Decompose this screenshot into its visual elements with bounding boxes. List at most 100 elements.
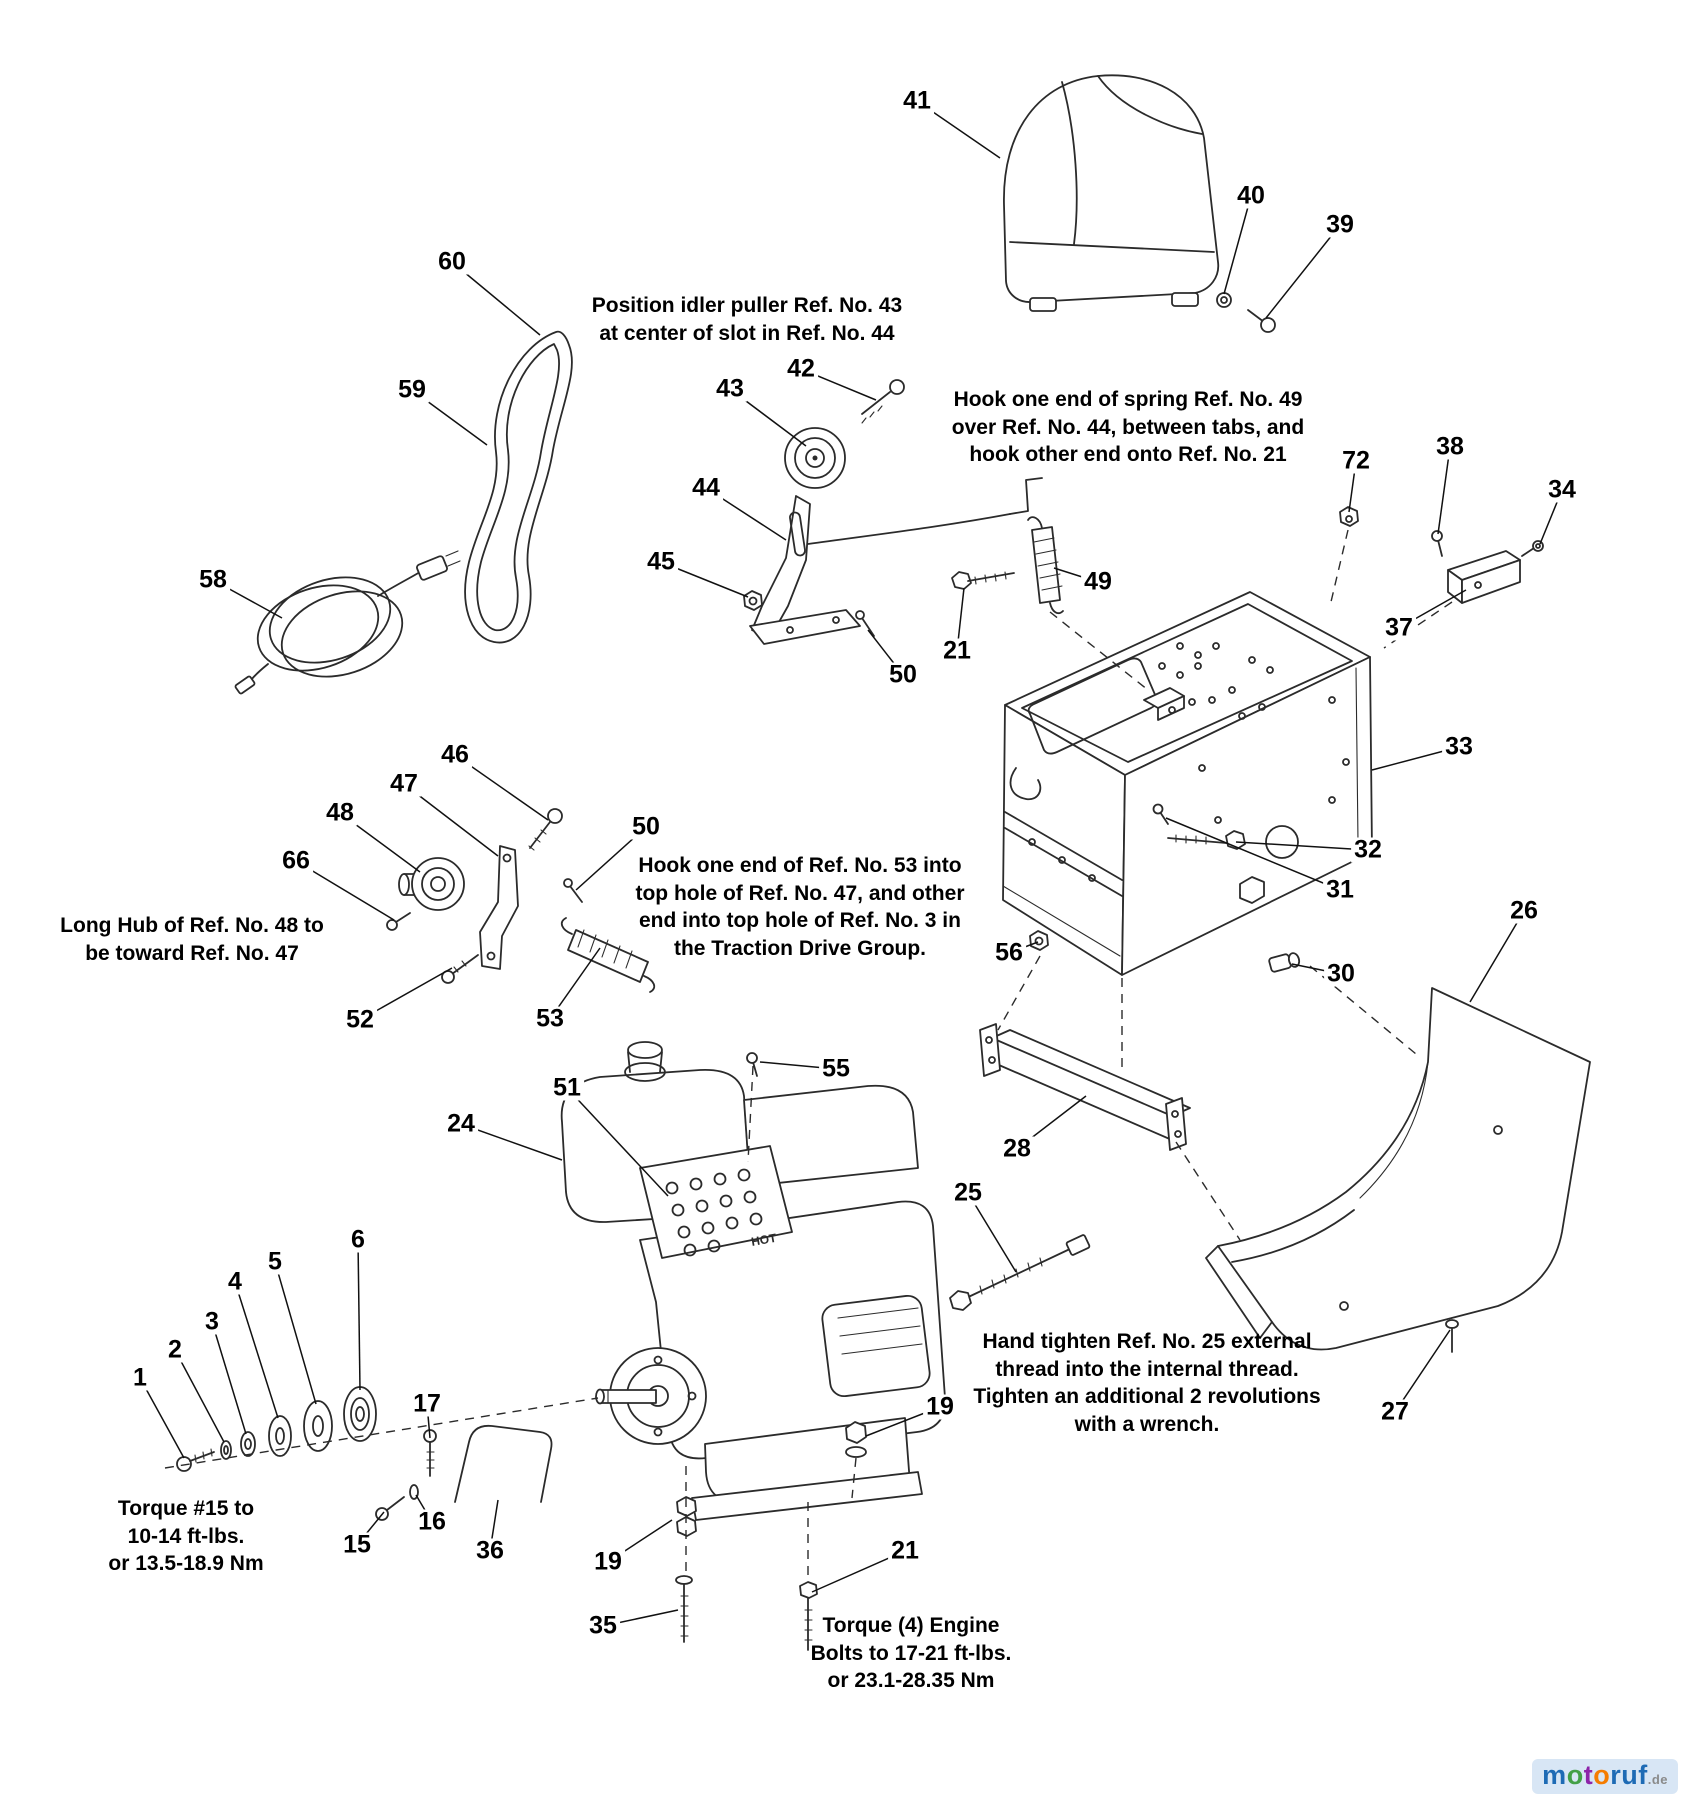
bolt-32 <box>1167 830 1246 850</box>
bolt-35 <box>675 1575 693 1643</box>
part-number-callout: 42 <box>784 356 818 382</box>
part-number-callout: 51 <box>550 1075 584 1101</box>
part-number-callout: 50 <box>629 814 663 840</box>
part-number-callout: 40 <box>1234 183 1268 209</box>
leader-line <box>1469 910 1525 1003</box>
note-spring-49: Hook one end of spring Ref. No. 49 over … <box>951 388 1305 467</box>
part-number-callout: 58 <box>196 567 230 593</box>
leader-line <box>1394 1329 1451 1413</box>
support-bracket-28 <box>979 1023 1191 1151</box>
part-number-callout: 36 <box>473 1538 507 1564</box>
washer-40 <box>1216 292 1232 308</box>
washer-2 <box>220 1440 232 1460</box>
nut-72 <box>1339 506 1359 527</box>
part-number-callout: 19 <box>591 1549 625 1575</box>
bracket-47 <box>479 845 519 970</box>
part-number-callout: 48 <box>323 800 357 826</box>
pin-50a <box>855 610 875 637</box>
nut-19a <box>845 1421 867 1458</box>
screw-31 <box>1152 803 1169 825</box>
rod-25 <box>949 1234 1091 1311</box>
watermark-letter: u <box>1621 1760 1639 1790</box>
note-hand-tighten: Hand tighten Ref. No. 25 external thread… <box>973 1330 1321 1437</box>
watermark-word: motoruf <box>1542 1760 1648 1790</box>
part-number-callout: 30 <box>1324 961 1358 987</box>
leader-line <box>1223 195 1252 295</box>
part-number-callout: 17 <box>410 1391 444 1417</box>
note-torque-15: Torque #15 to 10-14 ft-lbs. or 13.5-18.9… <box>108 1497 264 1576</box>
watermark-letter: r <box>1610 1760 1622 1790</box>
part-number-callout: 2 <box>165 1337 185 1363</box>
bolt-52 <box>441 954 479 984</box>
watermark-letter: f <box>1638 1760 1648 1790</box>
bolt-21b <box>799 1581 818 1651</box>
engine-hot-label: HOT <box>750 1231 778 1249</box>
nut-45 <box>743 590 763 611</box>
part-number-callout: 25 <box>951 1180 985 1206</box>
screw-38 <box>1431 530 1443 557</box>
plug-30 <box>1268 952 1301 973</box>
part-number-callout: 31 <box>1323 877 1357 903</box>
note-spring-53: Hook one end of Ref. No. 53 into top hol… <box>635 854 965 961</box>
pin-50b <box>563 878 583 903</box>
engine-cover <box>1003 74 1220 312</box>
wire-guide-36 <box>454 1424 553 1503</box>
note-torque-engine: Torque (4) Engine Bolts to 17-21 ft-lbs.… <box>810 1614 1012 1693</box>
part-number-callout: 72 <box>1339 448 1373 474</box>
watermark-letter: o <box>1593 1760 1611 1790</box>
washer-3 <box>240 1431 256 1457</box>
bolt-46 <box>528 808 563 851</box>
drawing-layer: HOT <box>176 74 1591 1651</box>
bolt-39 <box>1247 309 1276 333</box>
part-number-callout: 44 <box>689 475 723 501</box>
part-number-callout: 55 <box>819 1056 853 1082</box>
leader-line <box>174 1349 225 1443</box>
part-number-callout: 34 <box>1545 477 1579 503</box>
part-number-callout: 19 <box>923 1394 957 1420</box>
part-number-callout: 37 <box>1382 615 1416 641</box>
idler-pulley-43 <box>784 427 846 489</box>
part-number-callout: 47 <box>387 771 421 797</box>
idler-arm-44 <box>749 477 1043 645</box>
part-number-callout: 66 <box>279 848 313 874</box>
watermark-letter: m <box>1542 1760 1567 1790</box>
frame-box-33 <box>1002 591 1373 976</box>
leader-line <box>139 1377 185 1459</box>
part-number-callout: 28 <box>1000 1136 1034 1162</box>
part-number-callout: 41 <box>900 88 934 114</box>
screw-55 <box>746 1052 758 1077</box>
crank-bolt-1 <box>176 1448 215 1472</box>
disc-4 <box>268 1415 292 1457</box>
part-number-callout: 60 <box>435 249 469 275</box>
part-number-callout: 16 <box>415 1509 449 1535</box>
part-number-callout: 1 <box>130 1365 150 1391</box>
part-number-callout: 50 <box>886 662 920 688</box>
part-number-callout: 39 <box>1323 212 1357 238</box>
part-number-callout: 26 <box>1507 898 1541 924</box>
leader-line <box>1165 817 1341 891</box>
leader-line <box>967 1192 1017 1273</box>
bracket-37 <box>1447 550 1521 604</box>
pulley-6 <box>343 1386 377 1442</box>
watermark-suffix: .de <box>1647 1772 1668 1787</box>
engine-24 <box>560 1041 946 1521</box>
leader-line <box>566 1087 669 1197</box>
leader-line <box>1235 841 1369 851</box>
watermark-letter: o <box>1566 1760 1584 1790</box>
part-number-callout: 46 <box>438 742 472 768</box>
part-number-callout: 3 <box>202 1309 222 1335</box>
spring-53 <box>560 917 656 993</box>
part-number-callout: 32 <box>1351 837 1385 863</box>
part-number-callout: 45 <box>644 549 678 575</box>
leader-line-layer <box>139 100 1563 1627</box>
spring-49 <box>1027 516 1064 615</box>
bolt-42 <box>861 379 905 424</box>
part-number-callout: 52 <box>343 1007 377 1033</box>
part-number-callout: 6 <box>348 1227 368 1253</box>
note-long-hub: Long Hub of Ref. No. 48 to be toward Ref… <box>60 914 324 965</box>
nut-56 <box>1029 930 1049 951</box>
leader-line <box>1265 224 1341 319</box>
leader-line <box>211 1321 247 1435</box>
screw-66 <box>386 912 411 931</box>
